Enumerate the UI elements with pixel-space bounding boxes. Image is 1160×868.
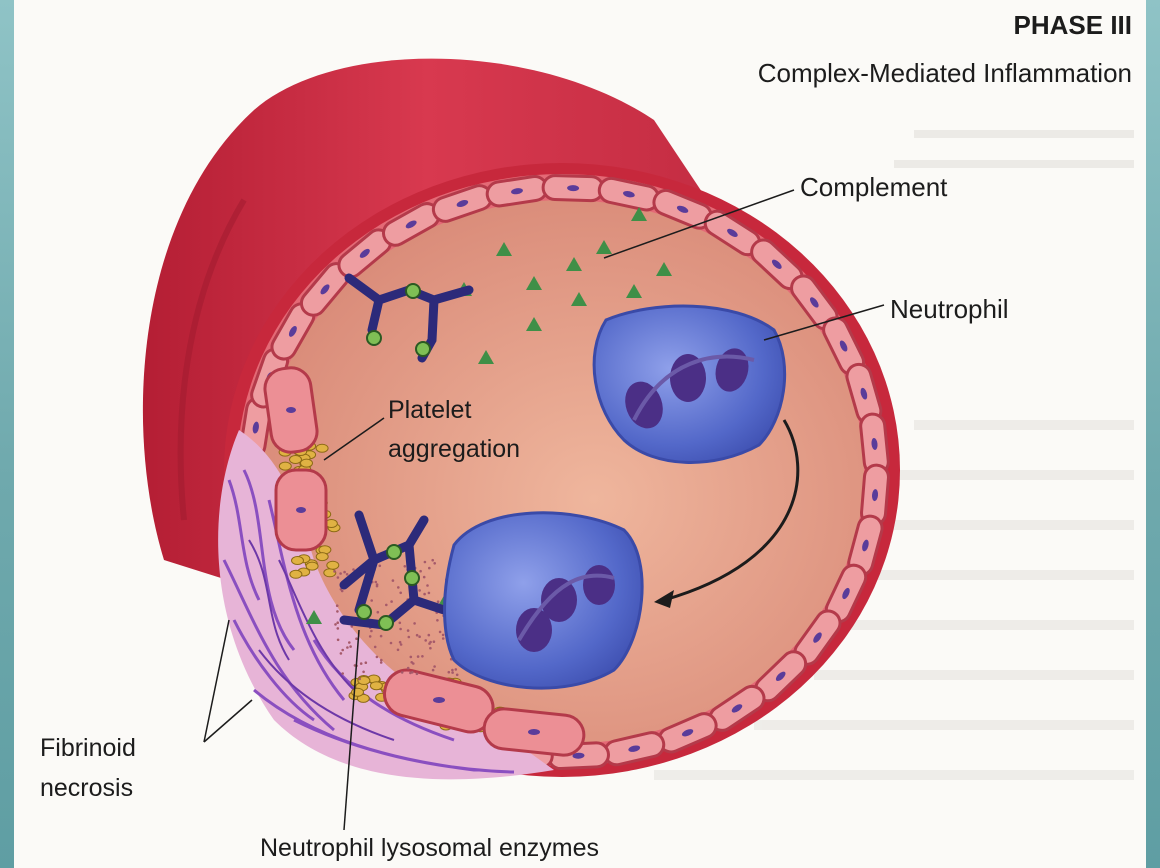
neutrophil-upper: [594, 306, 785, 462]
phase-subtitle: Complex-Mediated Inflammation: [758, 58, 1132, 88]
figure-page: PHASE III Complex-Mediated Inflammation …: [14, 0, 1146, 868]
phase-iii-vessel-diagram: PHASE III Complex-Mediated Inflammation …: [14, 0, 1146, 868]
neutrophil-label: Neutrophil: [890, 294, 1009, 324]
phase-label: PHASE III: [1014, 10, 1132, 40]
neutrophil-lower: [445, 513, 643, 688]
complement-label: Complement: [800, 172, 948, 202]
fibrinoid-label-line1: Fibrinoid: [40, 734, 136, 762]
lysosomal-label: Neutrophil lysosomal enzymes: [260, 834, 599, 862]
platelet-label-line2: aggregation: [388, 435, 520, 463]
fibrinoid-label-line2: necrosis: [40, 774, 133, 802]
platelet-label-line1: Platelet: [388, 396, 471, 424]
